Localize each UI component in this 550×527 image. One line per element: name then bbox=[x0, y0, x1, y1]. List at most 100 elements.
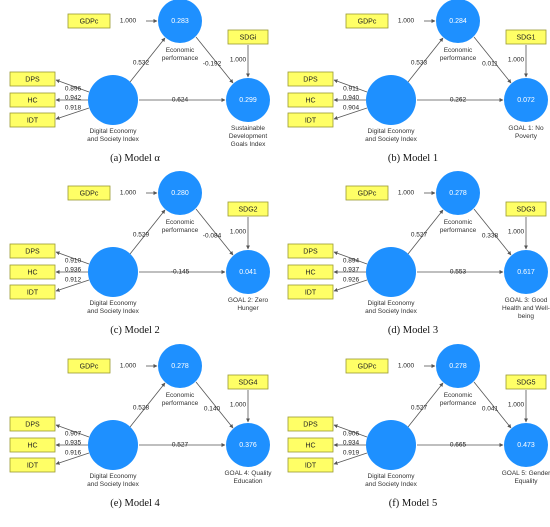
target-label-line1: GOAL 4: Quality bbox=[224, 470, 272, 477]
idt-loading: 0.918 bbox=[65, 105, 82, 112]
econ-to-sdg-coefficient: 0.011 bbox=[482, 61, 498, 68]
econ-to-sdg-arrow bbox=[473, 36, 512, 84]
sdg-indicator-box bbox=[505, 374, 547, 390]
econ-label-line1: Economic bbox=[166, 392, 195, 399]
desi-to-sdg-coefficient: -0.145 bbox=[171, 269, 190, 276]
gdp-loading: 1.000 bbox=[398, 18, 415, 25]
desi-node bbox=[366, 247, 416, 297]
desi-label-line2: and Society Index bbox=[365, 136, 417, 143]
desi-node bbox=[366, 75, 416, 125]
dps-box bbox=[9, 71, 56, 87]
dps-loading: 0.906 bbox=[343, 431, 360, 438]
desi-to-econ-coefficient: 0.533 bbox=[411, 60, 428, 67]
gdpc-box-label: GDPc bbox=[358, 190, 377, 197]
sdg-indicator-box bbox=[227, 374, 269, 390]
target-label-line3: being bbox=[518, 313, 534, 320]
economic-performance-node bbox=[158, 171, 202, 215]
hc-loading: 0.937 bbox=[343, 267, 360, 274]
sdg-outcome-node bbox=[504, 78, 548, 122]
economic-performance-node bbox=[436, 171, 480, 215]
sdg-indicator-box-label: SDG1 bbox=[516, 34, 535, 41]
idt-loading: 0.926 bbox=[343, 277, 360, 284]
dps-box bbox=[9, 416, 56, 432]
idt-loading: 0.916 bbox=[65, 450, 82, 457]
desi-to-idt-arrow bbox=[55, 107, 90, 120]
sdg-indicator-box-label: SDGi bbox=[240, 34, 257, 41]
economic-performance-r2: 0.283 bbox=[171, 18, 189, 25]
sdg-outcome-r2: 0.473 bbox=[517, 442, 535, 449]
hc-box bbox=[9, 264, 56, 280]
desi-to-econ-arrow bbox=[129, 209, 166, 255]
sdg-outcome-node bbox=[226, 423, 270, 467]
target-label-line2: Poverty bbox=[515, 133, 538, 140]
economic-performance-node bbox=[436, 344, 480, 388]
idt-box-label: IDT bbox=[305, 289, 317, 296]
idt-box-label: IDT bbox=[27, 462, 39, 469]
econ-label-line2: performance bbox=[162, 227, 199, 234]
economic-performance-node bbox=[158, 0, 202, 43]
desi-to-sdg-coefficient: 0.624 bbox=[172, 97, 189, 104]
desi-label-line1: Digital Economy bbox=[90, 128, 138, 135]
dps-box bbox=[287, 416, 334, 432]
economic-performance-node bbox=[436, 0, 480, 43]
dps-loading: 0.911 bbox=[343, 86, 359, 93]
panel-caption: (c) Model 2 bbox=[110, 325, 160, 336]
idt-box-label: IDT bbox=[305, 462, 317, 469]
desi-to-dps-arrow bbox=[333, 424, 368, 438]
econ-label-line1: Economic bbox=[444, 47, 473, 54]
sdg-loading: 1.000 bbox=[230, 402, 247, 409]
econ-label-line1: Economic bbox=[166, 47, 195, 54]
target-label-line1: GOAL 5: Gender bbox=[502, 470, 550, 477]
idt-box-label: IDT bbox=[27, 289, 39, 296]
dps-box-label: DPS bbox=[25, 76, 40, 83]
econ-to-sdg-coefficient: 0.041 bbox=[482, 406, 499, 413]
desi-to-dps-arrow bbox=[333, 79, 368, 93]
desi-label-line2: and Society Index bbox=[87, 481, 139, 488]
idt-box bbox=[287, 284, 334, 300]
sdg-outcome-node bbox=[226, 78, 270, 122]
idt-box bbox=[287, 112, 334, 128]
econ-to-sdg-arrow bbox=[473, 208, 512, 256]
gdpc-box-label: GDPc bbox=[80, 190, 99, 197]
desi-to-econ-coefficient: 0.527 bbox=[411, 405, 428, 412]
sdg-indicator-box bbox=[227, 29, 269, 45]
econ-to-sdg-coefficient: -0.084 bbox=[203, 233, 222, 240]
gdpc-box bbox=[67, 358, 111, 374]
econ-label-line2: performance bbox=[162, 400, 199, 407]
idt-box bbox=[9, 457, 56, 473]
target-label-line2: Development bbox=[229, 133, 267, 140]
model-panel-2: 0.2840.072GDPcSDG1DPSHCIDT1.0001.0000.53… bbox=[287, 0, 548, 164]
economic-performance-r2: 0.278 bbox=[449, 363, 467, 370]
dps-box-label: DPS bbox=[25, 248, 40, 255]
desi-to-sdg-coefficient: 0.262 bbox=[450, 97, 467, 104]
gdpc-box-label: GDPc bbox=[358, 18, 377, 25]
hc-box-label: HC bbox=[27, 442, 37, 449]
dps-loading: 0.894 bbox=[343, 258, 360, 265]
sdg-indicator-box bbox=[505, 29, 547, 45]
desi-label-line1: Digital Economy bbox=[368, 300, 416, 307]
desi-to-dps-arrow bbox=[55, 424, 90, 438]
dps-box bbox=[287, 243, 334, 259]
econ-to-sdg-arrow bbox=[195, 208, 234, 256]
economic-performance-node bbox=[158, 344, 202, 388]
sdg-indicator-box bbox=[227, 201, 269, 217]
desi-node bbox=[366, 420, 416, 470]
idt-loading: 0.904 bbox=[343, 105, 360, 112]
dps-box bbox=[9, 243, 56, 259]
desi-to-idt-arrow bbox=[55, 279, 90, 292]
desi-label-line2: and Society Index bbox=[365, 481, 417, 488]
desi-to-econ-arrow bbox=[129, 37, 166, 83]
target-label-line1: GOAL 2: Zero bbox=[228, 297, 269, 304]
sdg-outcome-r2: 0.376 bbox=[239, 442, 257, 449]
target-label-line1: GOAL 1: No bbox=[508, 125, 544, 132]
econ-to-sdg-arrow bbox=[195, 36, 234, 84]
sdg-outcome-node bbox=[226, 250, 270, 294]
dps-loading: 0.910 bbox=[65, 258, 82, 265]
hc-box-label: HC bbox=[305, 269, 315, 276]
gdp-loading: 1.000 bbox=[398, 190, 415, 197]
desi-to-dps-arrow bbox=[333, 251, 368, 265]
hc-box bbox=[287, 437, 334, 453]
hc-loading: 0.940 bbox=[343, 95, 360, 102]
desi-to-dps-arrow bbox=[55, 251, 90, 265]
sdg-loading: 1.000 bbox=[508, 229, 525, 236]
